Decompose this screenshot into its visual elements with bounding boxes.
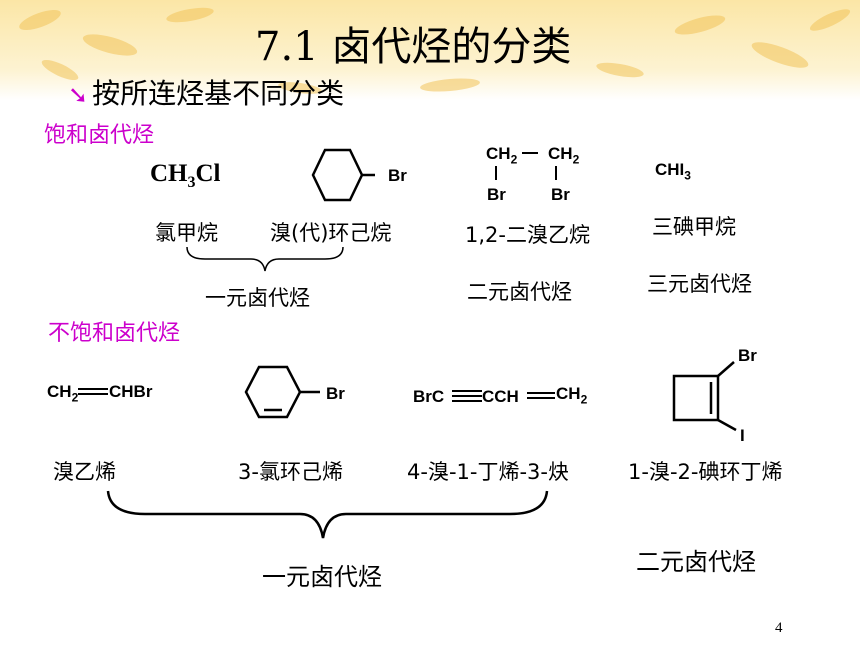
cyclobutene-structure [672, 361, 737, 432]
brace-unsaturated [106, 490, 549, 539]
header-background [0, 0, 860, 100]
vinyl-ch2: CH2 [47, 382, 79, 405]
bullet-text: 按所连烃基不同分类 [92, 77, 345, 110]
enyne-brc: BrC [413, 387, 445, 406]
name-bromoiodocyclobutene: 1-溴-2-碘环丁烯 [628, 460, 783, 484]
arrow-bullet-icon: ➘ [68, 81, 89, 109]
bromocyclohexene-br: Br [326, 384, 345, 403]
name-bromocyclohexane: 溴(代)环己烷 [270, 221, 392, 245]
class-tri-saturated: 三元卤代烃 [647, 272, 752, 296]
dibromo-br-right: Br [551, 185, 570, 204]
page-number: 4 [775, 620, 783, 636]
class-mono-saturated: 一元卤代烃 [205, 286, 310, 310]
name-dibromoethane: 1,2-二溴乙烷 [465, 223, 590, 247]
enyne-ch2: CH2 [556, 384, 588, 407]
brace-saturated [186, 246, 344, 272]
vinyl-double-bond [78, 388, 108, 395]
dibromo-bonds [495, 152, 557, 180]
bullet-point: ➘按所连烃基不同分类 [68, 72, 344, 112]
page-title: 7.1 卤代烃的分类 [255, 24, 572, 70]
bromocyclohexane-structure [311, 148, 375, 202]
dibromo-br-left: Br [487, 185, 506, 204]
name-vinyl-bromide: 溴乙烯 [53, 460, 116, 484]
enyne-double-bond [527, 392, 555, 399]
name-triiodomethane: 三碘甲烷 [652, 215, 736, 239]
triple-bond [452, 390, 482, 402]
bromocyclohexane-br: Br [388, 166, 407, 185]
cyclobutene-i: I [740, 426, 745, 445]
formula-ch3cl: CH3Cl [150, 160, 221, 191]
unsaturated-heading: 不饱和卤代烃 [48, 321, 181, 346]
dibromo-ch2-left: CH2 [486, 144, 518, 167]
class-mono-unsaturated: 一元卤代烃 [262, 563, 382, 591]
dibromo-ch2-right: CH2 [548, 144, 580, 167]
vinyl-chbr: CHBr [109, 382, 153, 401]
class-di-unsaturated: 二元卤代烃 [636, 548, 756, 576]
name-bromobutenyne: 4-溴-1-丁烯-3-炔 [407, 460, 569, 484]
saturated-heading: 饱和卤代烃 [44, 123, 155, 148]
cyclobutene-br: Br [738, 346, 757, 365]
bromocyclohexene-structure [244, 365, 320, 419]
name-chloromethane: 氯甲烷 [155, 221, 218, 245]
enyne-cch: CCH [482, 387, 519, 406]
class-di-saturated: 二元卤代烃 [467, 280, 572, 304]
name-chlorocyclohexene: 3-氯环己烯 [238, 460, 343, 484]
formula-chi3: CHI3 [655, 160, 691, 183]
